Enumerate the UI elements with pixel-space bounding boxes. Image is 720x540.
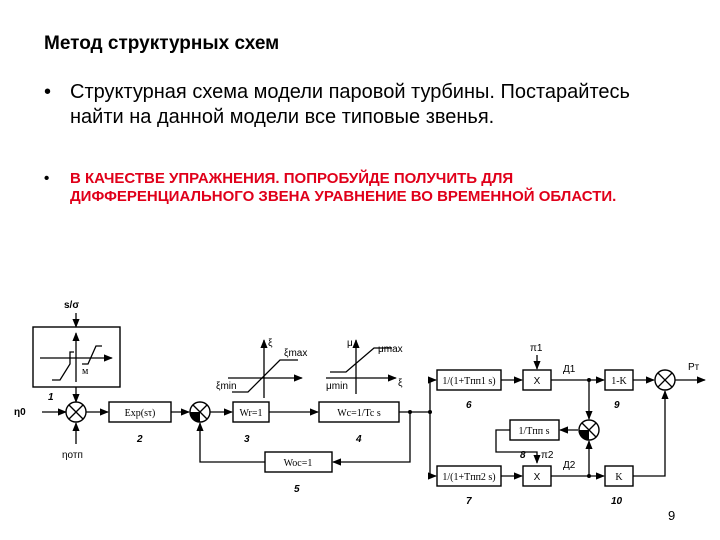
woc-block-label: Woc=1 [284,458,313,469]
d2-label: Д2 [563,460,576,471]
mu-top-label: μ [347,338,353,349]
pi1-label: π1 [530,343,543,354]
mult2-label: X [534,472,541,483]
page-number: 9 [668,508,676,523]
num-9: 9 [614,400,620,411]
num-5: 5 [294,484,300,495]
bullet-marker: • [44,170,50,187]
mu-max-label: μmax [378,344,403,355]
xi-top-label: ξ [268,338,273,349]
num-1: 1 [48,392,54,403]
s-sigma-label: s/σ [64,300,79,311]
slide-title: Метод структурных схем [44,33,280,54]
num-7: 7 [466,496,472,507]
xi-min-label: ξmin [216,381,237,392]
xi-axis-label: ξ [398,378,403,389]
bullet-exercise-text: В КАЧЕСТВЕ УПРАЖНЕНИЯ. ПОПРОБУЙДЕ ПОЛУЧИ… [70,170,617,205]
wr-block-label: Wr=1 [239,408,262,419]
eta-opt-label: ηотп [62,450,83,461]
num-8: 8 [520,450,526,461]
bullet-main: • Структурная схема модели паровой турби… [44,80,684,130]
deadzone-curve-right [82,345,102,365]
mu-saturation-curve [330,347,392,373]
gain1-label: 1-K [611,376,627,387]
mult1-label: X [534,376,541,387]
hp1-block-label: 1/(1+Tпп1 s) [442,376,495,387]
wc-block-label: Wc=1/Tc s [337,408,381,419]
deadzone-label: м [82,366,89,377]
bullet-exercise: • В КАЧЕСТВЕ УПРАЖНЕНИЯ. ПОПРОБУЙДЕ ПОЛУ… [44,170,684,206]
bullet-marker: • [44,81,52,103]
deadzone-curve-left [52,351,74,381]
num-4: 4 [355,434,362,445]
num-2: 2 [136,434,143,445]
xi-max-label: ξmax [284,348,307,359]
pt-output-label: Pт [688,362,700,373]
hp2-block-label: 1/(1+Tпп2 s) [442,472,495,483]
pi2-label: π2 [541,450,554,461]
mu-min-label: μmin [326,381,348,392]
num-6: 6 [466,400,472,411]
num-3: 3 [244,434,250,445]
exp-block-label: Exp(sτ) [125,408,156,419]
bullet-main-text: Структурная схема модели паровой турбины… [70,81,630,128]
eta0-label: η0 [14,407,26,418]
d1-label: Д1 [563,364,576,375]
num-10: 10 [611,496,623,507]
xi-saturation-curve [232,359,298,393]
gain2-label: K [615,472,623,483]
trs-block-label: 1/Tпп s [519,426,550,437]
